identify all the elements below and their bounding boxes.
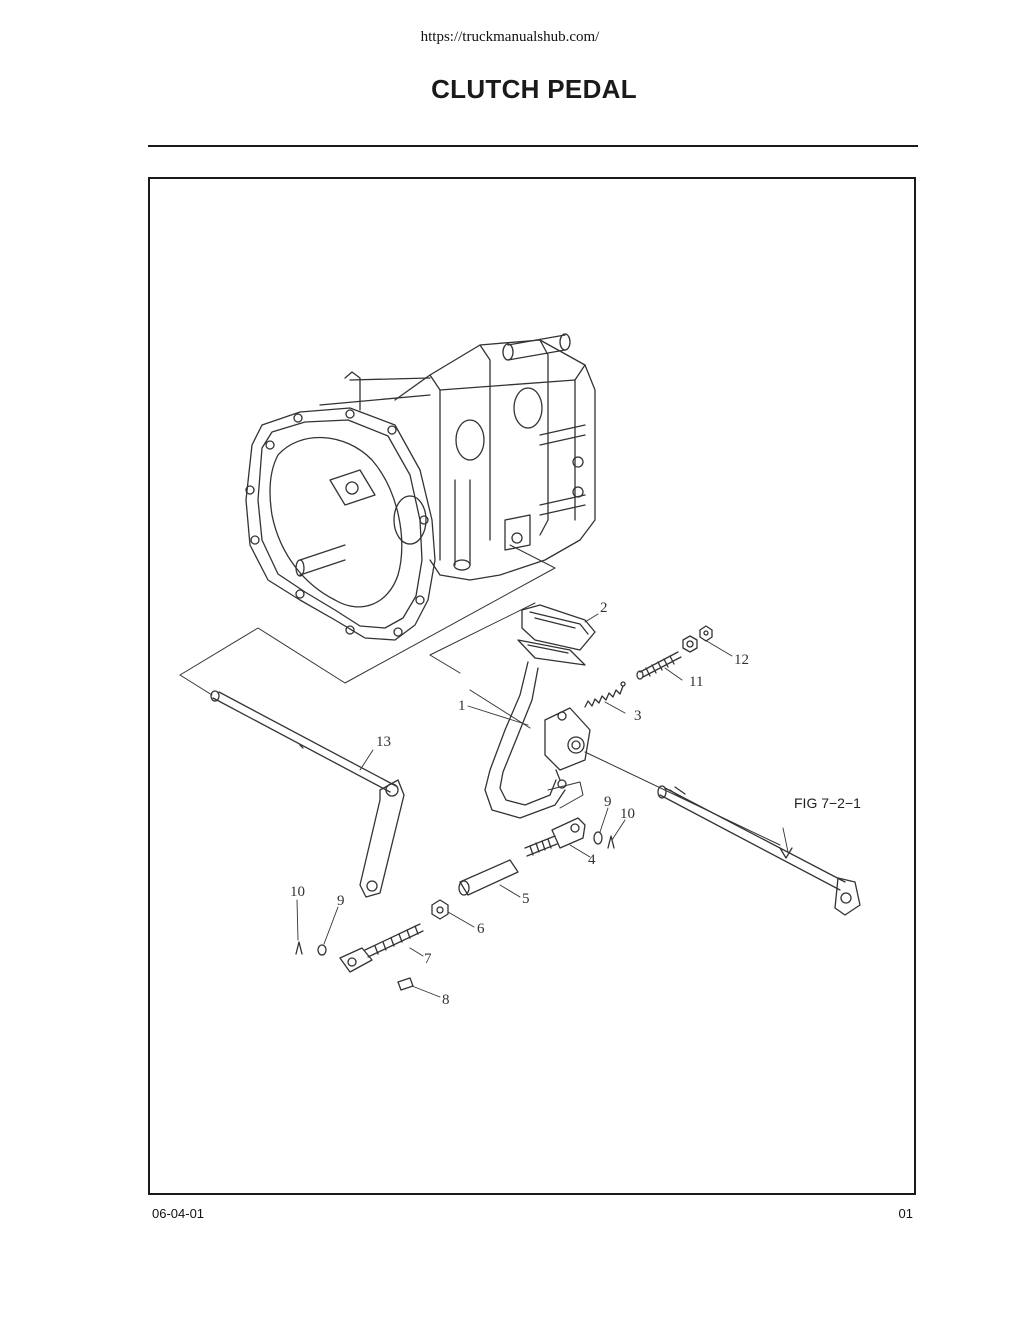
page-title: CLUTCH PEDAL <box>431 74 637 104</box>
assembly-guide-lines <box>179 544 781 846</box>
part-10-cotter-pin-right <box>607 835 615 849</box>
leader-lines <box>296 613 789 998</box>
callout-10-left: 10 <box>290 884 305 900</box>
part-8-pin <box>397 977 414 991</box>
page-number: 01 <box>898 1206 913 1221</box>
pivot-shaft <box>657 785 861 916</box>
callout-6: 6 <box>477 921 485 937</box>
callout-2: 2 <box>600 600 608 616</box>
title-rule <box>148 145 918 147</box>
part-11-bolt <box>636 651 682 680</box>
part-4-clevis <box>524 817 586 857</box>
callout-10-right: 10 <box>620 806 635 822</box>
part-9-washer-right <box>593 831 603 845</box>
part-2-pedal-pad <box>521 604 596 651</box>
callout-4: 4 <box>588 852 596 868</box>
callout-11: 11 <box>689 674 703 690</box>
callout-7: 7 <box>424 951 432 967</box>
callout-5: 5 <box>522 891 530 907</box>
source-url[interactable]: https://truckmanualshub.com/ <box>420 29 600 45</box>
callout-12: 12 <box>734 652 749 668</box>
part-5-turnbuckle <box>458 859 519 896</box>
part-9-washer-left <box>317 944 327 956</box>
part-10-cotter-pin-left <box>295 941 303 955</box>
callout-13: 13 <box>376 734 391 750</box>
callout-labels: 1 2 3 4 5 6 7 8 9 10 11 12 13 9 10 FIG 7… <box>290 600 861 1008</box>
callout-9-left: 9 <box>337 893 345 909</box>
part-3-spring <box>584 681 626 708</box>
part-12-nut <box>682 625 713 653</box>
callout-9-right: 9 <box>604 794 612 810</box>
part-7-rod-clevis <box>339 923 424 973</box>
figure-reference: FIG 7−2−1 <box>794 795 861 811</box>
callout-1: 1 <box>458 698 466 714</box>
callout-8: 8 <box>442 992 450 1008</box>
figure-frame <box>148 177 916 1195</box>
part-1-pedal-arm <box>484 639 591 819</box>
part-6-nut <box>431 899 449 920</box>
part-13-cross-shaft <box>210 690 405 898</box>
document-code: 06-04-01 <box>152 1206 205 1221</box>
transmission-housing <box>245 333 596 641</box>
callout-3: 3 <box>634 708 642 724</box>
